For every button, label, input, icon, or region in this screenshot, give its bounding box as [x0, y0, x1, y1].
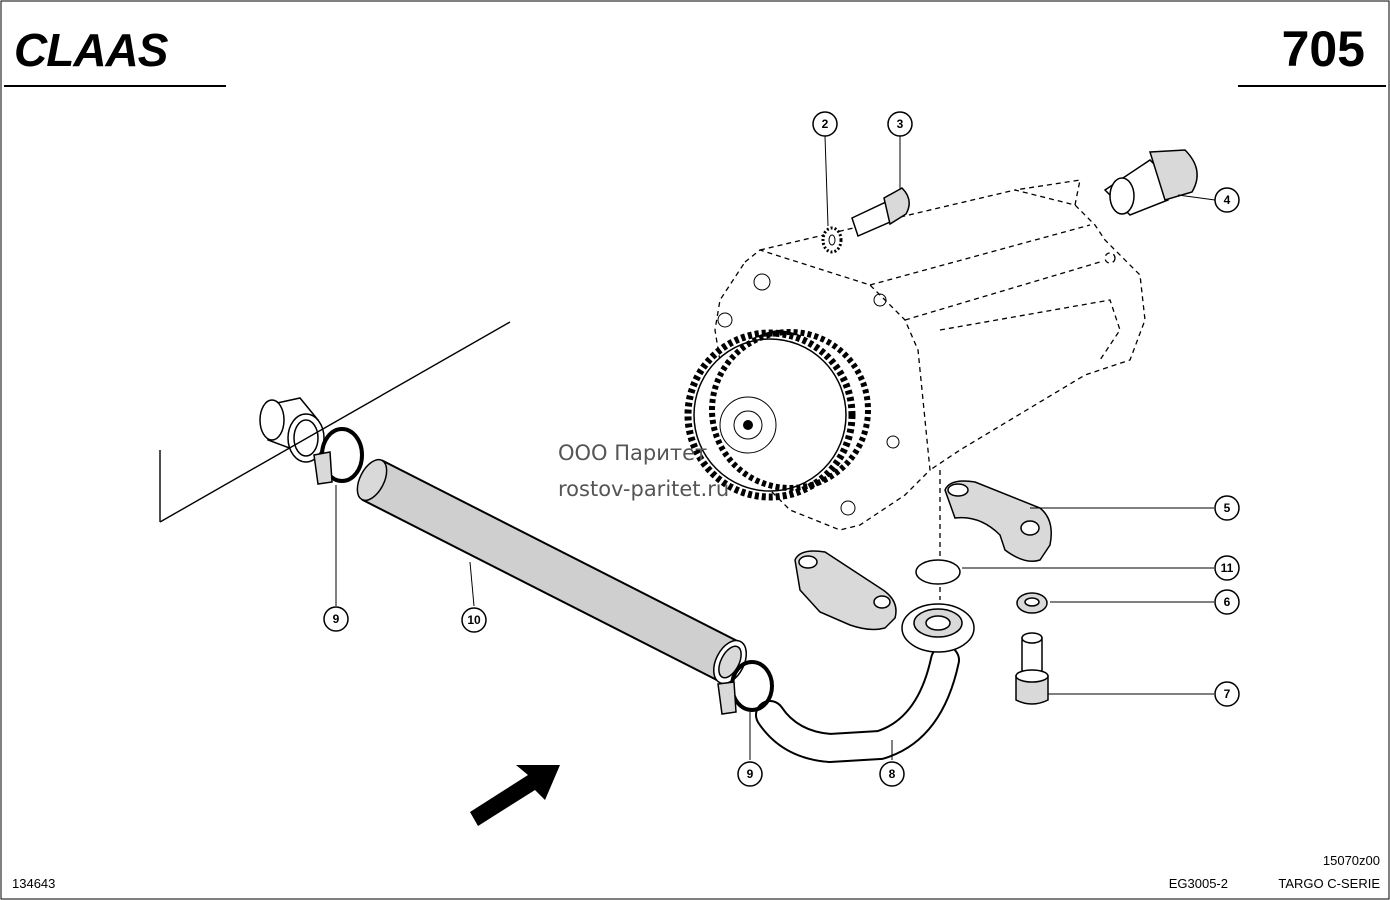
callout-number: 10: [467, 613, 481, 627]
part-11-o-ring: [915, 559, 961, 585]
pipe-stub: [259, 397, 325, 463]
group-code: EG3005-2: [1169, 876, 1228, 891]
callout-number: 3: [897, 117, 904, 131]
callout-6: 6: [1214, 589, 1240, 615]
callout-9-upper: 9: [323, 606, 349, 632]
callout-3: 3: [887, 111, 913, 137]
callout-number: 11: [1221, 561, 1234, 575]
callout-11: 11: [1214, 555, 1240, 581]
callout-5: 5: [1214, 495, 1240, 521]
part-7-bolt: [1015, 632, 1049, 705]
part-4-fitting: [1103, 149, 1198, 216]
part-9-hose-clamp-lower: [717, 660, 774, 715]
callout-2: 2: [812, 111, 838, 137]
callout-number: 9: [747, 767, 754, 781]
part-9-hose-clamp-upper: [313, 427, 364, 485]
callout-4: 4: [1214, 187, 1240, 213]
drawing-code: 15070z00: [1323, 853, 1380, 868]
part-2-washer: [821, 226, 843, 254]
callout-number: 5: [1224, 501, 1231, 515]
part-6-lock-washer: [1016, 592, 1048, 614]
tank-outline-line: [159, 321, 511, 523]
footer-left-code: 134643: [12, 876, 55, 891]
leader-lines: [335, 135, 1216, 760]
callout-8: 8: [879, 761, 905, 787]
watermark-company: ООО Паритет: [558, 441, 707, 465]
watermark-website: rostov-paritet.ru: [558, 477, 729, 501]
flow-direction-arrow: [470, 765, 560, 826]
series-name: TARGO C-SERIE: [1278, 876, 1380, 891]
callout-number: 9: [333, 612, 340, 626]
part-8-suction-pipe: [755, 603, 975, 764]
callout-number: 4: [1224, 193, 1231, 207]
callout-number: 2: [822, 117, 829, 131]
callout-number: 8: [889, 767, 896, 781]
drive-gear: [684, 329, 871, 501]
callout-number: 6: [1224, 595, 1231, 609]
callout-10: 10: [461, 607, 487, 633]
page-number: 705: [1282, 21, 1365, 77]
part-3-screw: [851, 187, 910, 238]
part-5b-flange-half: [794, 550, 897, 631]
part-5-flange-half: [944, 480, 1052, 562]
callout-number: 7: [1224, 687, 1231, 701]
brand-logo: CLAAS: [14, 24, 169, 76]
callout-7: 7: [1214, 681, 1240, 707]
part-10-hose: [356, 458, 748, 685]
callout-9-lower: 9: [737, 761, 763, 787]
hydraulic-pump: [714, 179, 1146, 531]
